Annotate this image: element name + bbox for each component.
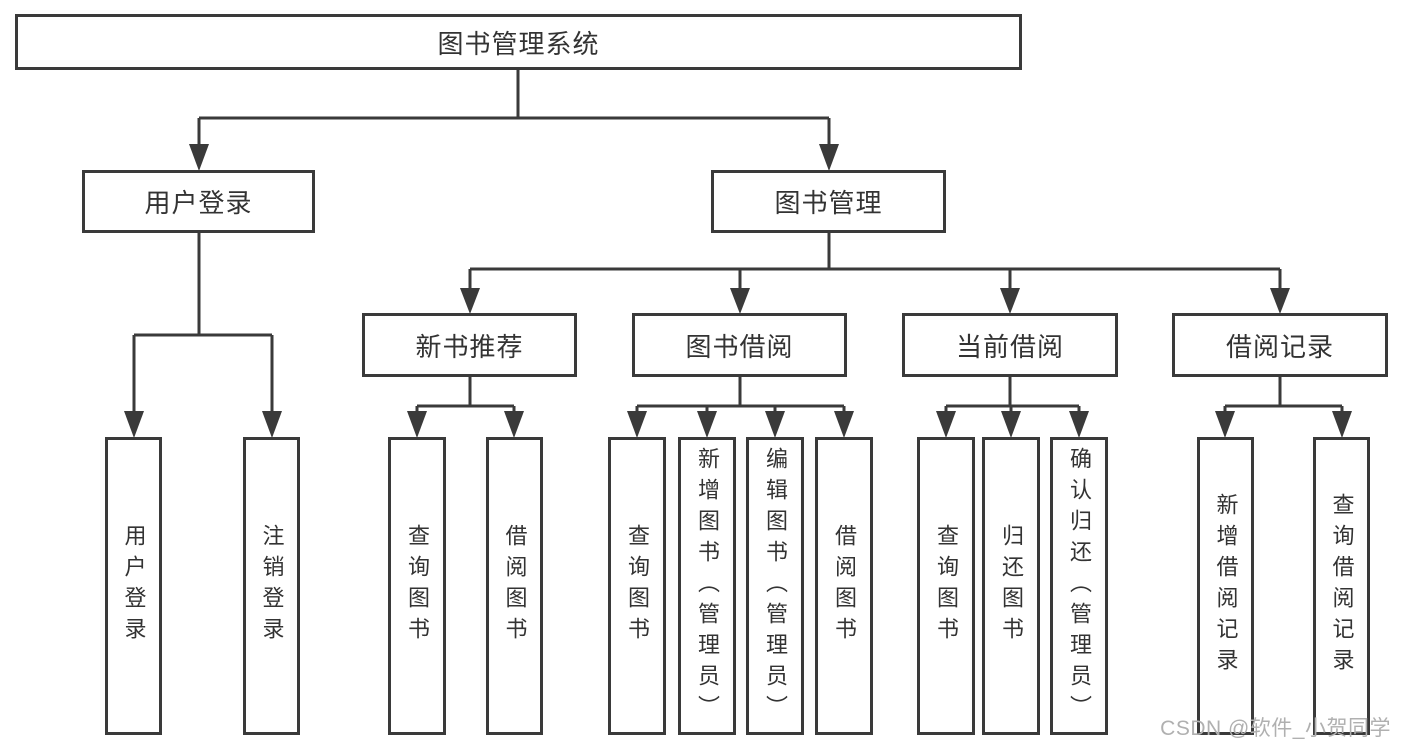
node-book-management-label: 图书管理 — [774, 188, 883, 218]
leaf-return-books: 归还图书 — [982, 437, 1040, 735]
node-book-management: 图书管理 — [711, 170, 946, 233]
leaf-confirm-return-admin-label: 确认归还（管理员） — [1067, 446, 1092, 726]
leaf-logout-login: 注销登录 — [243, 437, 300, 735]
leaf-add-books-admin-label: 新增图书（管理员） — [695, 446, 720, 726]
leaf-logout-login-label: 注销登录 — [259, 524, 285, 648]
node-book-borrowing-label: 图书借阅 — [685, 331, 794, 362]
leaf-borrow-books: 借阅图书 — [815, 437, 873, 735]
leaf-query-books-recommend-label: 查询图书 — [405, 524, 430, 648]
leaf-query-books-current-label: 查询图书 — [934, 524, 959, 648]
leaf-query-books-recommend: 查询图书 — [388, 437, 446, 735]
leaf-user-login-label: 用户登录 — [121, 524, 147, 648]
node-current-borrowing: 当前借阅 — [902, 313, 1118, 377]
leaf-add-borrow-record-label: 新增借阅记录 — [1213, 493, 1239, 679]
leaf-confirm-return-admin: 确认归还（管理员） — [1050, 437, 1108, 735]
leaf-query-books-borrowing-label: 查询图书 — [625, 524, 650, 648]
node-root-label: 图书管理系统 — [437, 28, 600, 59]
leaf-user-login: 用户登录 — [105, 437, 162, 735]
leaf-query-borrow-record: 查询借阅记录 — [1313, 437, 1370, 735]
leaf-query-books-current: 查询图书 — [917, 437, 975, 735]
leaf-add-borrow-record: 新增借阅记录 — [1197, 437, 1254, 735]
leaf-query-borrow-record-label: 查询借阅记录 — [1329, 493, 1355, 679]
node-book-borrowing: 图书借阅 — [632, 313, 847, 377]
node-borrow-records: 借阅记录 — [1172, 313, 1388, 377]
node-user-login: 用户登录 — [82, 170, 315, 233]
leaf-borrow-books-recommend-label: 借阅图书 — [502, 524, 528, 648]
node-root-library-system: 图书管理系统 — [15, 14, 1022, 70]
csdn-watermark: CSDN @软件_小贺同学 — [1160, 717, 1391, 740]
leaf-borrow-books-recommend: 借阅图书 — [486, 437, 543, 735]
node-user-login-label: 用户登录 — [144, 188, 253, 218]
leaf-edit-books-admin-label: 编辑图书（管理员） — [763, 446, 788, 726]
node-new-book-recommend: 新书推荐 — [362, 313, 577, 377]
node-new-book-recommend-label: 新书推荐 — [415, 331, 524, 362]
leaf-edit-books-admin: 编辑图书（管理员） — [746, 437, 804, 735]
leaf-borrow-books-label: 借阅图书 — [832, 524, 857, 648]
leaf-return-books-label: 归还图书 — [999, 524, 1024, 648]
leaf-query-books-borrowing: 查询图书 — [608, 437, 666, 735]
node-borrow-records-label: 借阅记录 — [1225, 331, 1334, 362]
node-current-borrowing-label: 当前借阅 — [955, 331, 1064, 362]
leaf-add-books-admin: 新增图书（管理员） — [678, 437, 736, 735]
